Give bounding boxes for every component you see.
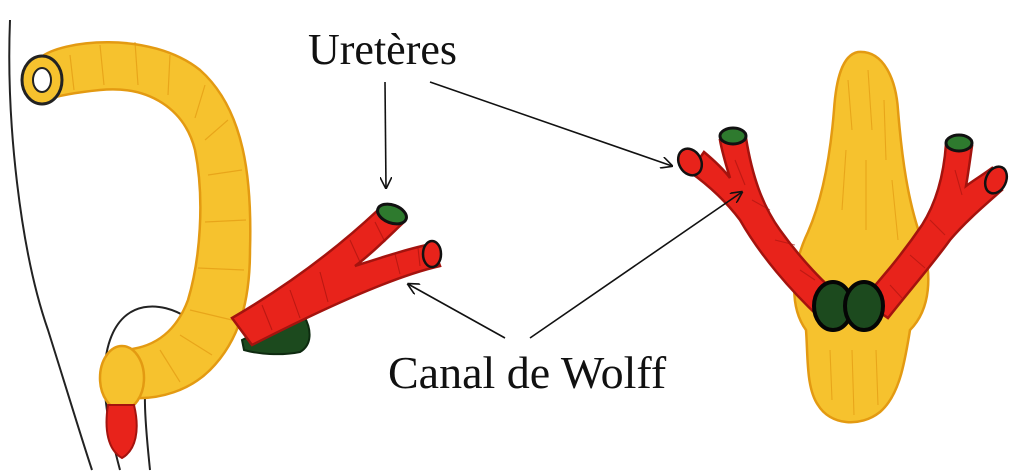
- red-duct-hatching: [734, 159, 963, 299]
- label-canal-de-wolff: Canal de Wolff: [388, 347, 667, 398]
- wolffian-duct-left-hatching: [261, 221, 421, 331]
- label-ureteres: Uretères: [308, 25, 458, 74]
- yellow-body-right: [793, 50, 930, 424]
- ureter-tip-right-a: [718, 126, 748, 146]
- duct-tip-left: [421, 239, 443, 269]
- body-outline-left: [8, 19, 93, 471]
- duct-tip-right-a: [676, 147, 704, 177]
- arrow-ureteres-to-right: [429, 81, 672, 166]
- arrow-ureteres-to-left: [385, 81, 386, 188]
- ureter-tip-left: [376, 202, 408, 226]
- yellow-tube-hatching: [69, 41, 247, 383]
- tube-opening-inner: [32, 67, 52, 93]
- wolffian-duct-right-b: [860, 142, 1004, 320]
- red-stub-bottom: [105, 404, 138, 460]
- duct-tip-right-b: [983, 165, 1009, 195]
- yellow-tube: [38, 41, 252, 400]
- ureter-tip-right-b: [944, 133, 974, 153]
- lateral-view: [8, 19, 443, 471]
- wolffian-duct-right-a: [688, 136, 848, 320]
- arrow-wolff-to-left: [408, 284, 506, 339]
- arrow-wolff-to-right: [529, 192, 742, 339]
- duct-opening-oval-right: [843, 280, 885, 332]
- wolffian-duct-left: [230, 208, 442, 347]
- yellow-bulb-bottom: [98, 344, 146, 412]
- annotation-arrows: [385, 81, 742, 339]
- yellow-body-right-hatching: [829, 69, 899, 416]
- ventral-view: [676, 50, 1009, 424]
